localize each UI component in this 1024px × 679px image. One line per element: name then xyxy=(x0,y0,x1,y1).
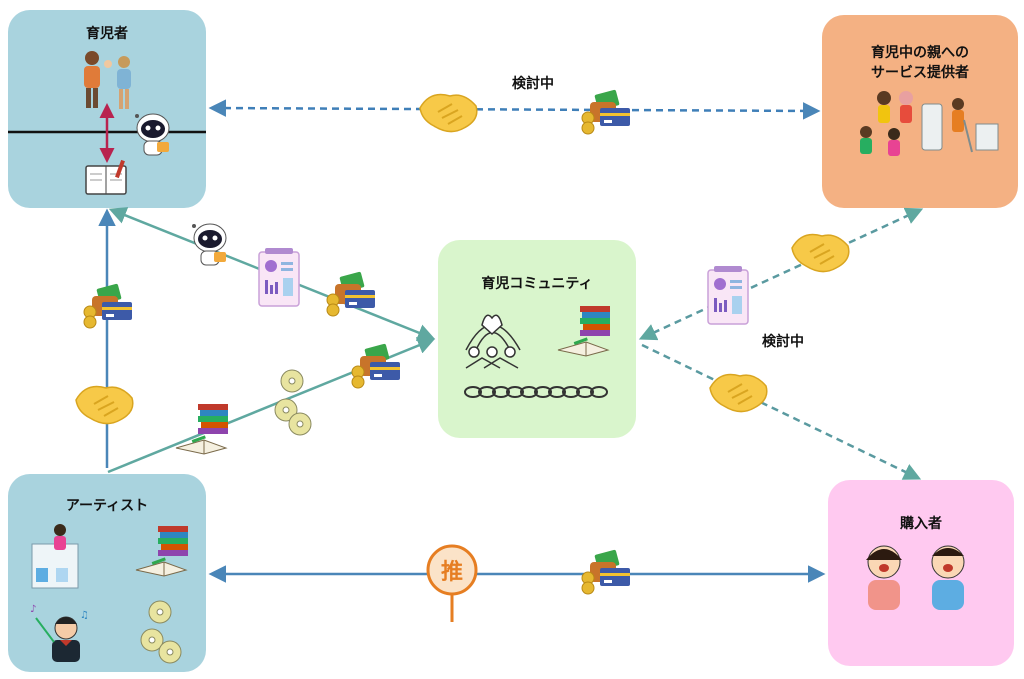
community-node: 育児コミュニティ xyxy=(438,240,636,438)
handshake-icon xyxy=(709,373,768,413)
uchiwa-character: 推 xyxy=(441,560,463,585)
chain-icon xyxy=(464,386,608,398)
top-consideration-label: 検討中 xyxy=(512,76,554,92)
books-icon xyxy=(135,525,189,577)
robot-icon xyxy=(191,223,227,266)
fans-icon xyxy=(866,545,965,610)
books-icon xyxy=(175,403,229,455)
books-icon xyxy=(557,305,611,357)
report-icon xyxy=(707,265,749,325)
handshake-icon xyxy=(75,385,134,425)
money-icon xyxy=(581,548,631,595)
robot-icon xyxy=(134,113,170,156)
cd-icon xyxy=(288,412,312,436)
family-icon xyxy=(84,51,131,109)
artist-icon xyxy=(31,524,79,589)
community-dome-icon xyxy=(465,314,521,369)
svg-text:♪: ♪ xyxy=(30,604,36,615)
cd-icon xyxy=(148,600,172,624)
svg-text:♫: ♫ xyxy=(80,610,89,621)
buyer-title: 購入者 xyxy=(900,516,942,532)
report-icon xyxy=(258,247,300,307)
uchiwa-fan-icon: 推 xyxy=(426,544,478,622)
conductor-icon: ♪ ♫ xyxy=(30,604,89,662)
service-provider-node: 育児中の親への サービス提供者 xyxy=(822,15,1018,208)
money-icon xyxy=(581,88,631,135)
community-provider-arrow xyxy=(638,207,924,341)
cd-icon xyxy=(158,640,182,664)
diary-icon xyxy=(85,159,127,195)
community-title: 育児コミュニティ xyxy=(481,276,593,292)
parents-title: 育児者 xyxy=(86,26,128,42)
community-buyer-arrow xyxy=(641,343,922,480)
money-icon xyxy=(351,342,401,389)
buyer-node: 購入者 xyxy=(828,480,1014,666)
handshake-icon xyxy=(419,93,478,133)
artist-title: アーティスト xyxy=(65,498,149,514)
cd-icon xyxy=(280,369,304,393)
housework-icon xyxy=(921,98,999,153)
money-icon xyxy=(326,270,376,317)
service-provider-title: 育児中の親への サービス提供者 xyxy=(871,45,969,82)
kids-icon xyxy=(860,91,913,156)
top-dashed-arrow xyxy=(208,99,821,120)
